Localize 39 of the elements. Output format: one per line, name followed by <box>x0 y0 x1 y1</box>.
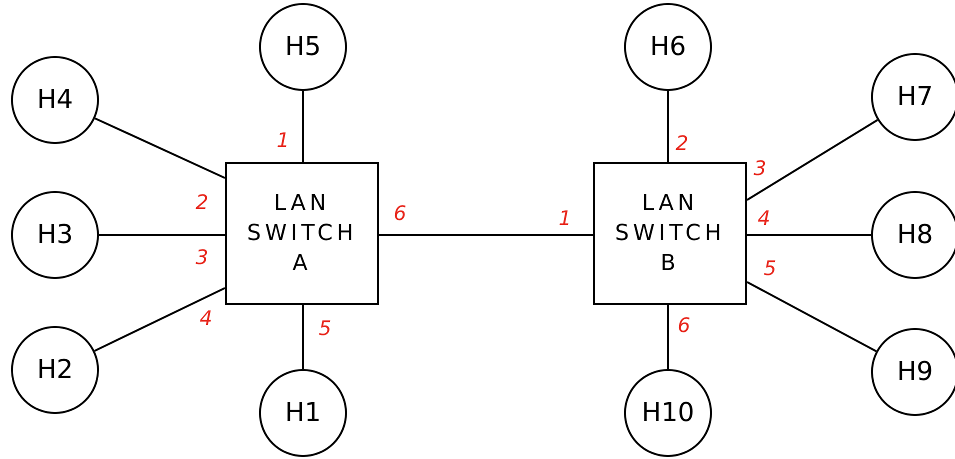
connection-line <box>667 91 669 162</box>
connection-line <box>99 234 225 236</box>
host-label: H8 <box>896 220 934 250</box>
port-number: 3 <box>754 156 766 180</box>
connection-line <box>94 117 226 179</box>
port-number: 6 <box>678 313 690 337</box>
host-label: H1 <box>284 398 322 428</box>
port-number: 4 <box>200 306 212 330</box>
port-number: 1 <box>558 206 572 230</box>
host-label: H2 <box>36 355 74 385</box>
switch-label: LAN SWITCH <box>615 190 725 248</box>
switch-box <box>225 162 379 305</box>
switch-label: A <box>291 250 313 278</box>
port-number: 3 <box>196 245 208 269</box>
connection-line <box>302 305 304 369</box>
port-number: 5 <box>318 316 332 340</box>
connection-line <box>746 281 877 352</box>
port-number: 4 <box>758 206 770 230</box>
switch-box <box>593 162 747 305</box>
host-label: H10 <box>642 398 694 428</box>
connection-line <box>667 305 669 369</box>
host-label: H4 <box>36 85 74 115</box>
connection-line <box>302 91 304 162</box>
port-number: 2 <box>196 190 208 214</box>
switch-label: B <box>659 250 681 278</box>
host-label: H3 <box>36 220 74 250</box>
port-number: 5 <box>764 256 776 280</box>
connection-line <box>94 287 226 352</box>
host-label: H5 <box>284 32 322 62</box>
host-label: H6 <box>650 32 686 62</box>
switch-label: LAN SWITCH <box>247 190 357 248</box>
port-number: 6 <box>394 201 406 225</box>
port-number: 1 <box>276 128 290 152</box>
port-number: 2 <box>676 131 688 155</box>
connection-line <box>747 234 871 236</box>
host-label: H9 <box>896 357 934 387</box>
host-label: H7 <box>896 82 934 112</box>
connection-line <box>746 119 878 201</box>
connection-line <box>379 234 593 236</box>
